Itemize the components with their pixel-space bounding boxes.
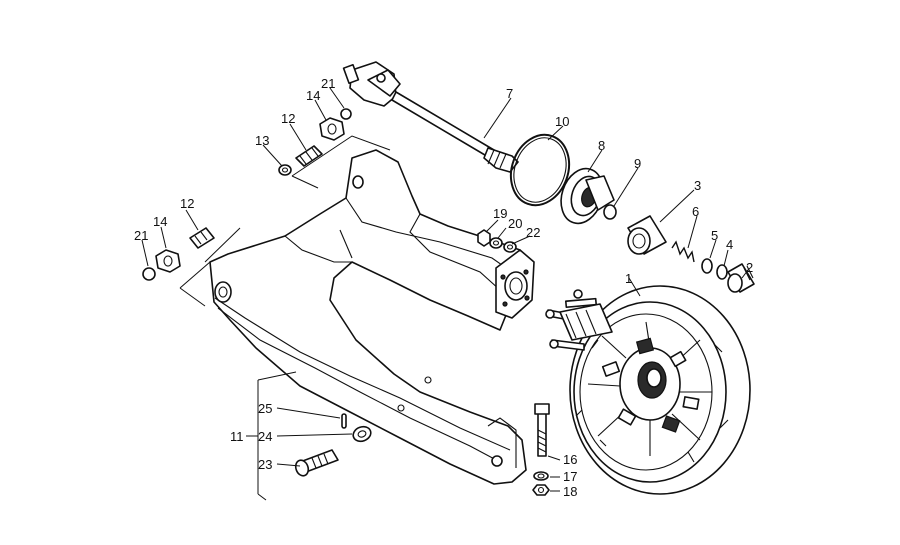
splined-coupling [727,263,755,293]
washer-17 [533,471,549,481]
callout-3: 3 [694,178,701,193]
callout-17: 17 [563,469,577,484]
pivot-pin-12-upper [295,145,323,167]
bolt-16 [534,403,550,457]
callout-1: 1 [625,271,632,286]
callout-7: 7 [506,86,513,101]
leader-lines [141,87,749,501]
callout-23: 23 [258,457,272,472]
washer-24 [352,425,372,443]
callout-6: 6 [692,204,699,219]
pin-25 [341,413,347,429]
circlip-4 [716,264,728,280]
callout-21-lower: 21 [134,228,148,243]
washer-22 [503,241,517,253]
callout-16: 16 [563,452,577,467]
callout-18: 18 [563,484,577,499]
callout-11: 11 [230,429,244,444]
spring [671,240,695,263]
nut-14-lower [155,249,181,273]
snap-ring [603,204,617,220]
callout-5: 5 [711,228,718,243]
drive-shaft [342,61,519,173]
callout-9: 9 [634,156,641,171]
nut-19 [477,229,491,247]
washer-13 [278,164,292,176]
washer-20 [489,237,503,249]
cap-21-upper [340,108,352,120]
callout-21-upper: 21 [321,76,335,91]
callout-12-upper: 12 [281,111,295,126]
washer-5 [701,258,713,274]
swing-arm [209,149,535,485]
callout-14-lower: 14 [153,214,167,229]
callout-labels: 1 2 3 4 5 6 7 8 9 10 11 12 12 13 14 14 1… [134,76,753,499]
pivot-pin-12-lower [189,227,215,249]
callout-25: 25 [258,401,272,416]
pinion-housing [560,167,615,225]
callout-10: 10 [555,114,569,129]
callout-22: 22 [526,225,540,240]
callout-2: 2 [746,260,753,275]
callout-14-upper: 14 [306,88,320,103]
callout-19: 19 [493,206,507,221]
hardware-bracket-lines [179,135,391,307]
callout-13: 13 [255,133,269,148]
nut-14-upper [319,117,345,141]
callout-24: 24 [258,429,272,444]
callout-12-lower: 12 [180,196,194,211]
nut-18 [532,484,550,496]
cap-21-lower [142,267,156,281]
callout-4: 4 [726,237,733,252]
callout-20: 20 [508,216,522,231]
needle-bushing [627,215,667,255]
pivot-bolt-23 [294,449,339,477]
callout-8: 8 [598,138,605,153]
rear-hub [545,285,751,495]
